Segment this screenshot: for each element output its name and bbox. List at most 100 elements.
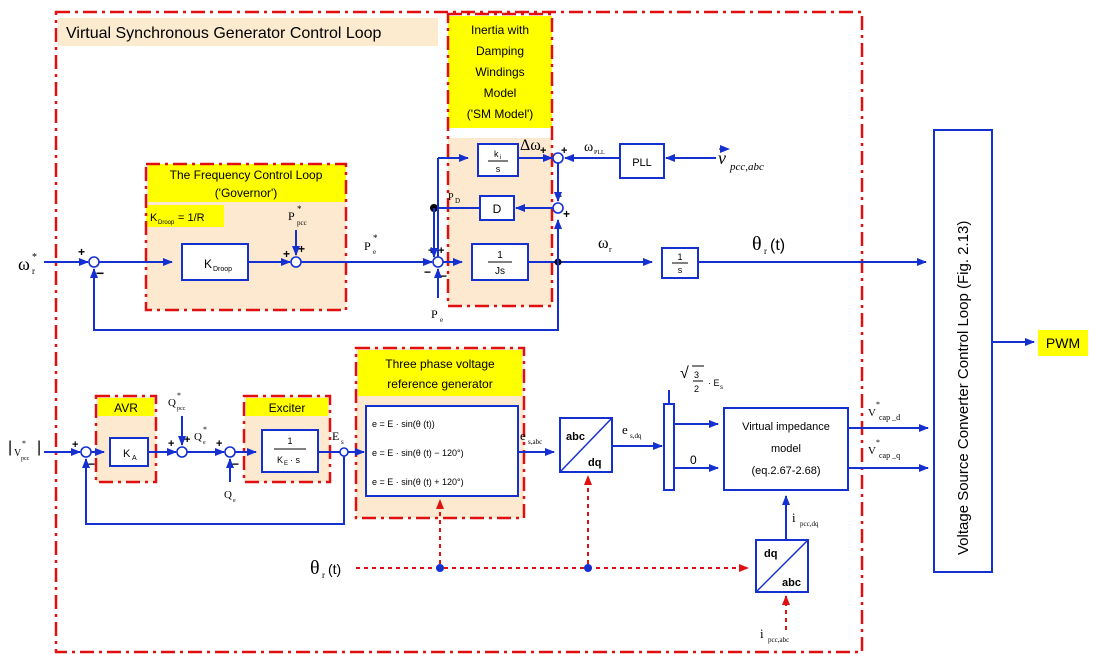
pe-star-label: P: [364, 239, 371, 253]
exc-num: 1: [287, 436, 292, 446]
qe-sub: e: [233, 498, 236, 504]
governor-label-line2: ('Governor'): [215, 186, 278, 200]
vi-line1: Virtual impedance: [742, 421, 830, 433]
kdroop-eq-rhs: = 1/R: [178, 212, 205, 224]
exc-den-rest: · s: [290, 455, 300, 465]
zero-label: 0: [690, 453, 697, 467]
vcap-q-label: V: [868, 445, 876, 457]
p-pcc-sub: pcc: [297, 219, 307, 227]
omega-feedback: [90, 262, 559, 331]
exciter-border: [242, 394, 332, 484]
sum-q-plus1: +: [168, 438, 174, 450]
sm-label-line4: Model: [484, 86, 517, 100]
ka-k: K: [123, 448, 131, 460]
es-feedback: [82, 456, 345, 525]
iabc-sub: pcc,abc: [768, 636, 789, 644]
avr-label: AVR: [114, 401, 138, 415]
vpcc-in-sup: *: [22, 439, 26, 448]
abc-label: abc: [566, 431, 585, 443]
int-den: s: [678, 265, 683, 275]
sum-pll: [552, 152, 564, 164]
sqrt-es-sub: s: [720, 385, 723, 391]
qe-label: Q: [224, 489, 232, 501]
sum-omega-minus: −: [96, 265, 104, 281]
vpcc-abs-right: |: [37, 439, 41, 456]
sqrt-den: 2: [694, 384, 699, 394]
vsc-block: [933, 129, 993, 573]
qe-star-label: Q: [194, 431, 202, 443]
sum-swing-minus: −: [424, 265, 431, 279]
omega-pll-sub: PLL: [594, 150, 605, 156]
vi-line3: (eq.2.67-2.68): [751, 465, 820, 477]
delta-omega-label: Δω: [520, 137, 541, 154]
sum-qe-minus: −: [232, 457, 239, 471]
sum-v-plus: +: [72, 439, 78, 451]
theta-t: (t): [770, 237, 785, 254]
pwm-bg: [1038, 330, 1088, 356]
vcap-d-sub: cap _d: [879, 413, 900, 422]
eq3: e = E · sin(θ (t) + 120°): [372, 477, 464, 487]
sum-q: [176, 446, 188, 458]
theta-label: θ: [752, 233, 762, 255]
q-pcc-label: Q: [168, 397, 176, 409]
eq2: e = E · sin(θ (t) − 120°): [372, 448, 464, 458]
sum-p-pcc: [290, 256, 302, 268]
v-pcc-label: v: [718, 148, 726, 168]
threephase-label-bg: [358, 350, 522, 396]
ki-sub: i: [500, 155, 501, 161]
vsc-label: Voltage Source Converter Control Loop (F…: [955, 221, 972, 555]
sum-v-minus: −: [88, 457, 95, 471]
ki-block: [477, 143, 519, 177]
vi-line2: model: [771, 443, 801, 455]
ka-sub: A: [132, 455, 137, 462]
p-pcc-label: P: [288, 209, 295, 223]
es-node: [339, 447, 349, 457]
omega-ref-sup: *: [32, 252, 37, 263]
sum-swing: [432, 256, 444, 268]
sum-swing-minus2: −: [440, 269, 447, 283]
pwm-label: PWM: [1046, 335, 1080, 351]
dq-abc-diag: [755, 539, 809, 593]
dq2-label: dq: [764, 548, 777, 560]
idq-sub: pcc,dq: [800, 520, 819, 528]
eq1: e = E · sin(θ (t)): [372, 419, 435, 429]
exciter-block: [261, 429, 319, 473]
p-pcc-sup: *: [297, 204, 302, 214]
title-background: [58, 18, 438, 46]
sqrt-num: 3: [694, 370, 699, 380]
sm-label-line3: Windings: [475, 65, 524, 79]
eabc-sub: s,abc: [528, 438, 542, 446]
iabc-label: i: [760, 626, 764, 641]
sum-p-plus1: +: [283, 247, 290, 261]
vpcc-abs-left: |: [8, 439, 12, 456]
exc-den: K: [277, 455, 283, 465]
threephase-label-line2: reference generator: [387, 377, 492, 391]
vcap-q-sub: cap _q: [879, 451, 900, 460]
avr-border: [94, 394, 158, 484]
vcap-d-label: V: [868, 407, 876, 419]
qe-star-sup: *: [203, 425, 207, 434]
pe-star-sup: *: [373, 233, 378, 243]
omega-ref-label: ω: [18, 254, 30, 274]
qe-star-sub: e: [203, 440, 206, 446]
sum-qe: [224, 446, 236, 458]
kdroop-eq-bg: [146, 205, 224, 227]
sum-q-plus2: +: [184, 434, 190, 446]
theta2-sub: r: [322, 570, 325, 580]
kdroop-k: K: [204, 257, 212, 271]
exciter-label-bg: [246, 398, 328, 416]
sum-delta-plus: +: [563, 207, 570, 221]
ki-den: s: [496, 164, 501, 174]
sum-v: [80, 446, 92, 458]
d-block: [479, 195, 515, 221]
exc-den-sub: E: [284, 461, 288, 467]
exciter-label: Exciter: [269, 401, 306, 415]
threephase-border: [354, 346, 526, 520]
sqrt-es: · E: [708, 378, 720, 388]
sm-label-line2: Damping: [476, 44, 524, 58]
demux-bar: [663, 403, 675, 491]
vcap-d-sup: *: [876, 400, 880, 409]
idq-label: i: [792, 510, 796, 525]
omega-pll-label: ω: [584, 140, 593, 155]
